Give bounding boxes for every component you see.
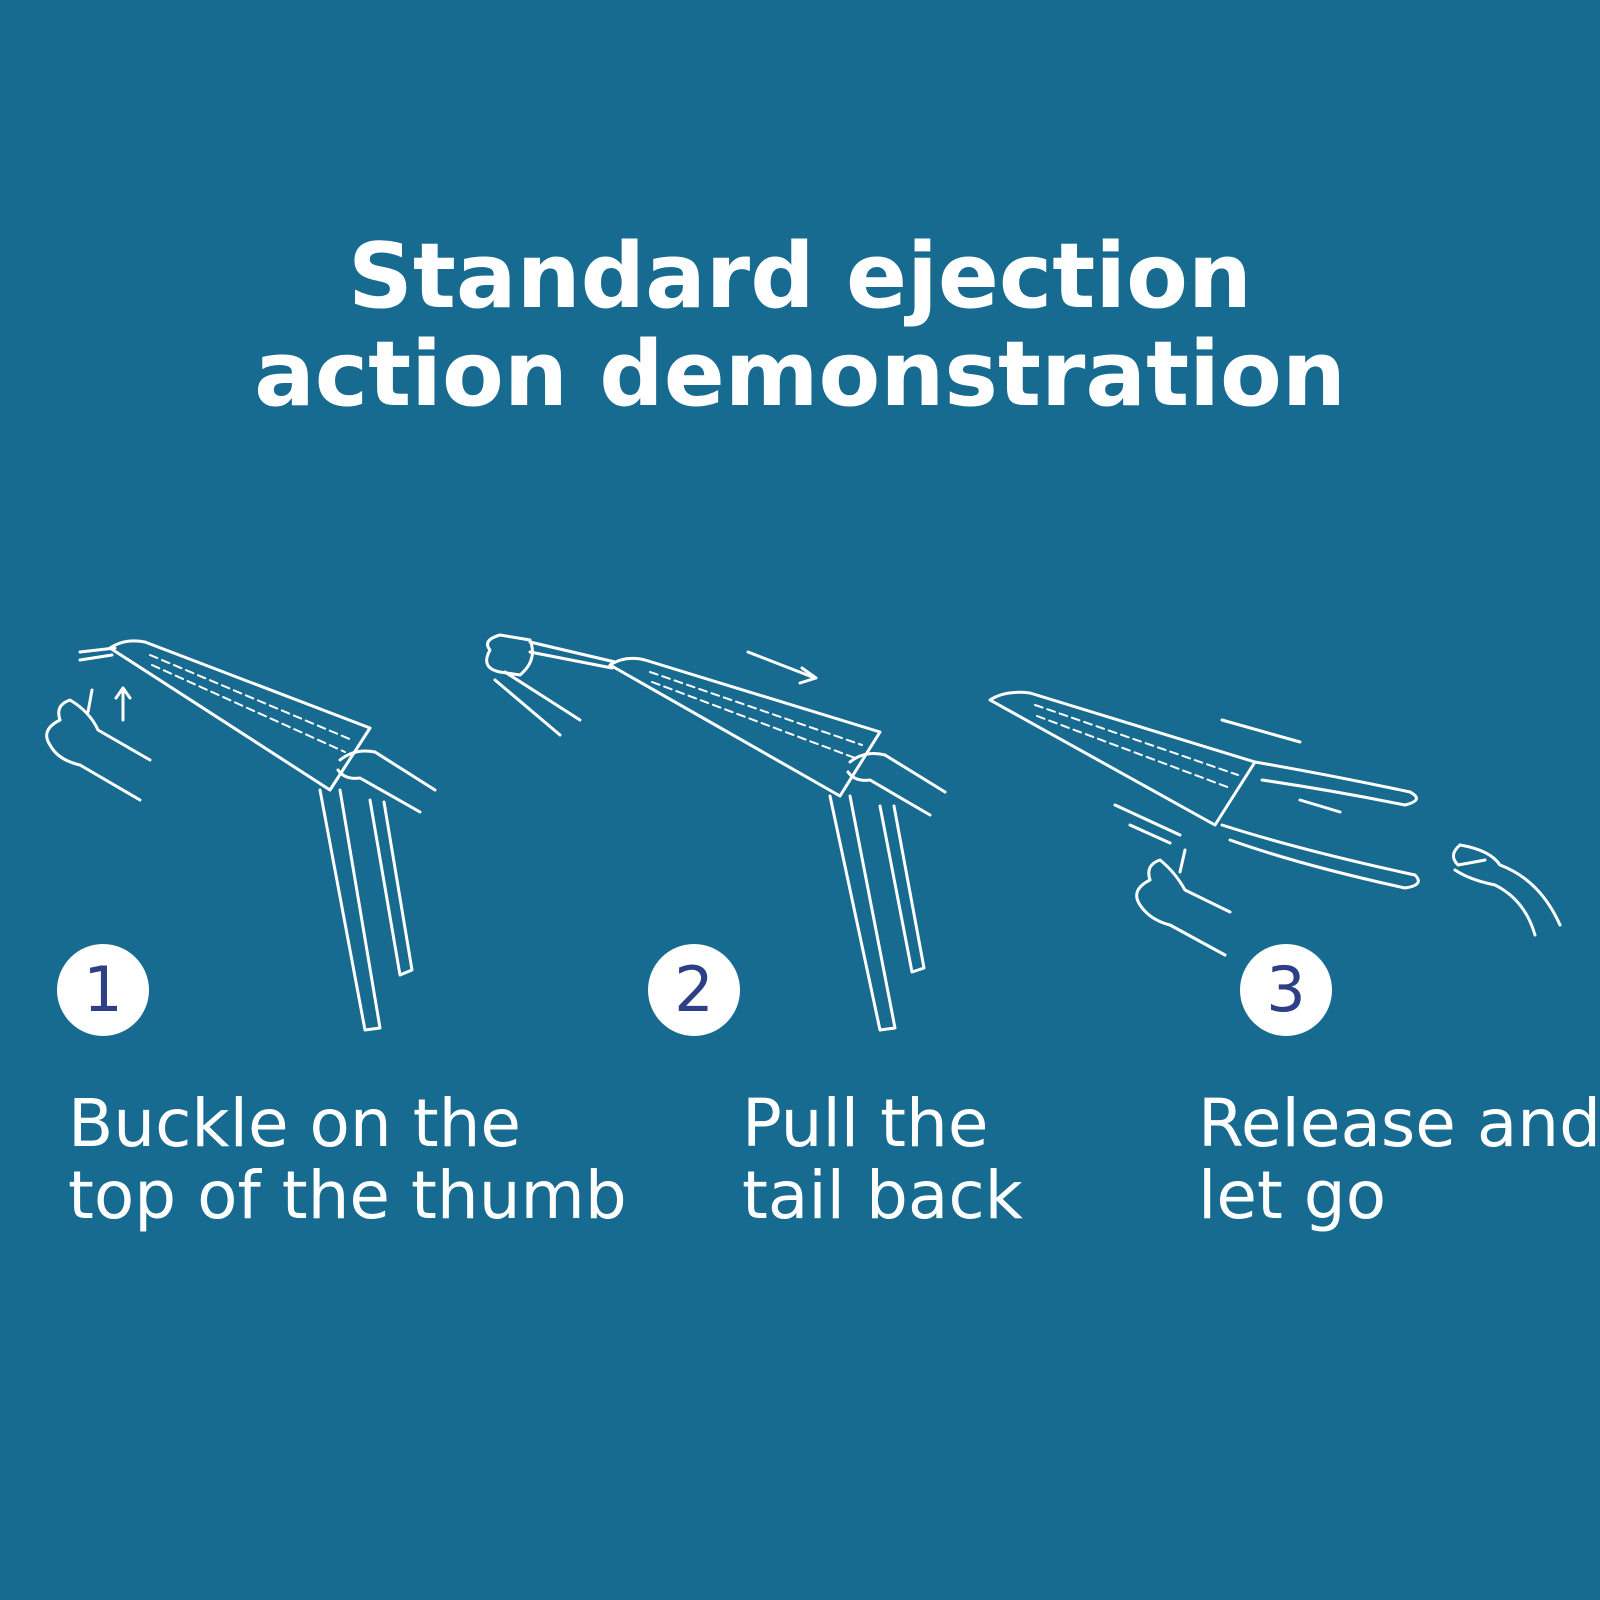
step-3-badge: 3: [1240, 944, 1332, 1036]
page-title: Standard ejection action demonstration: [0, 228, 1600, 424]
step-2-caption-line2: tail back: [742, 1157, 1023, 1234]
step-3-caption-line2: let go: [1198, 1157, 1387, 1234]
step-3-caption-line1: Release and: [1198, 1085, 1600, 1162]
step-2-badge: 2: [648, 944, 740, 1036]
step-2-caption: Pull the tail back: [742, 1088, 1023, 1232]
step-3-caption: Release and let go: [1198, 1088, 1600, 1232]
release-glider-icon: [988, 690, 1562, 957]
page-title-line1: Standard ejection: [348, 224, 1252, 329]
step-1-caption-line2: top of the thumb: [68, 1157, 627, 1234]
step-1-caption: Buckle on the top of the thumb: [68, 1088, 627, 1232]
thumb-hook-glider-icon: [45, 639, 437, 1032]
pull-back-glider-icon: [485, 633, 947, 1032]
step-1-caption-line1: Buckle on the: [68, 1085, 522, 1162]
illustrations: [45, 633, 1562, 1032]
step-1-badge: 1: [57, 944, 149, 1036]
step-2-caption-line1: Pull the: [742, 1085, 989, 1162]
page-title-line2: action demonstration: [254, 322, 1346, 427]
